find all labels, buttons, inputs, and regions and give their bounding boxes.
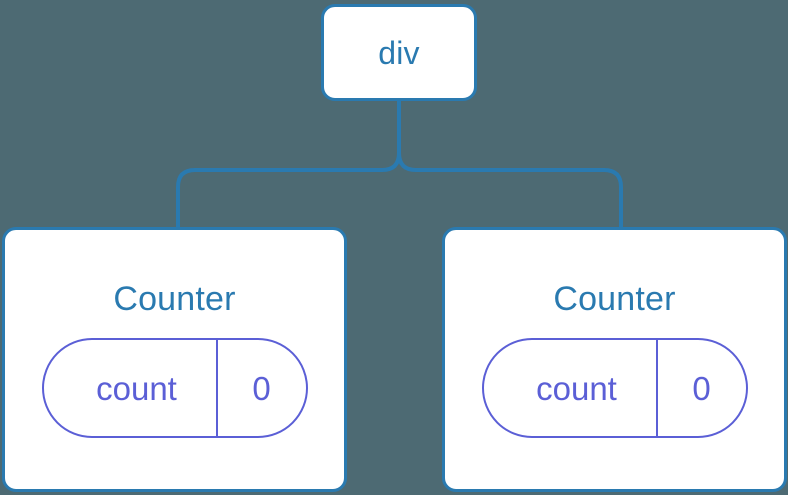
node-counter-left[interactable]: Counter count 0 <box>2 227 347 492</box>
state-divider-right <box>655 340 658 436</box>
state-key-right: count <box>536 369 617 407</box>
state-key-left: count <box>96 369 177 407</box>
state-value-left: 0 <box>252 369 271 407</box>
node-div[interactable]: div <box>321 4 477 101</box>
connector-root-to-right-child <box>397 101 623 232</box>
state-value-right: 0 <box>692 369 711 407</box>
state-pill-right[interactable]: count 0 <box>481 338 748 438</box>
node-counter-left-label: Counter <box>113 280 236 318</box>
node-counter-right-label: Counter <box>553 280 676 318</box>
state-divider-left <box>215 340 218 436</box>
node-counter-right[interactable]: Counter count 0 <box>442 227 787 492</box>
node-div-label: div <box>378 34 420 71</box>
connector-root-to-left-child <box>176 101 401 232</box>
state-pill-left[interactable]: count 0 <box>41 338 308 438</box>
